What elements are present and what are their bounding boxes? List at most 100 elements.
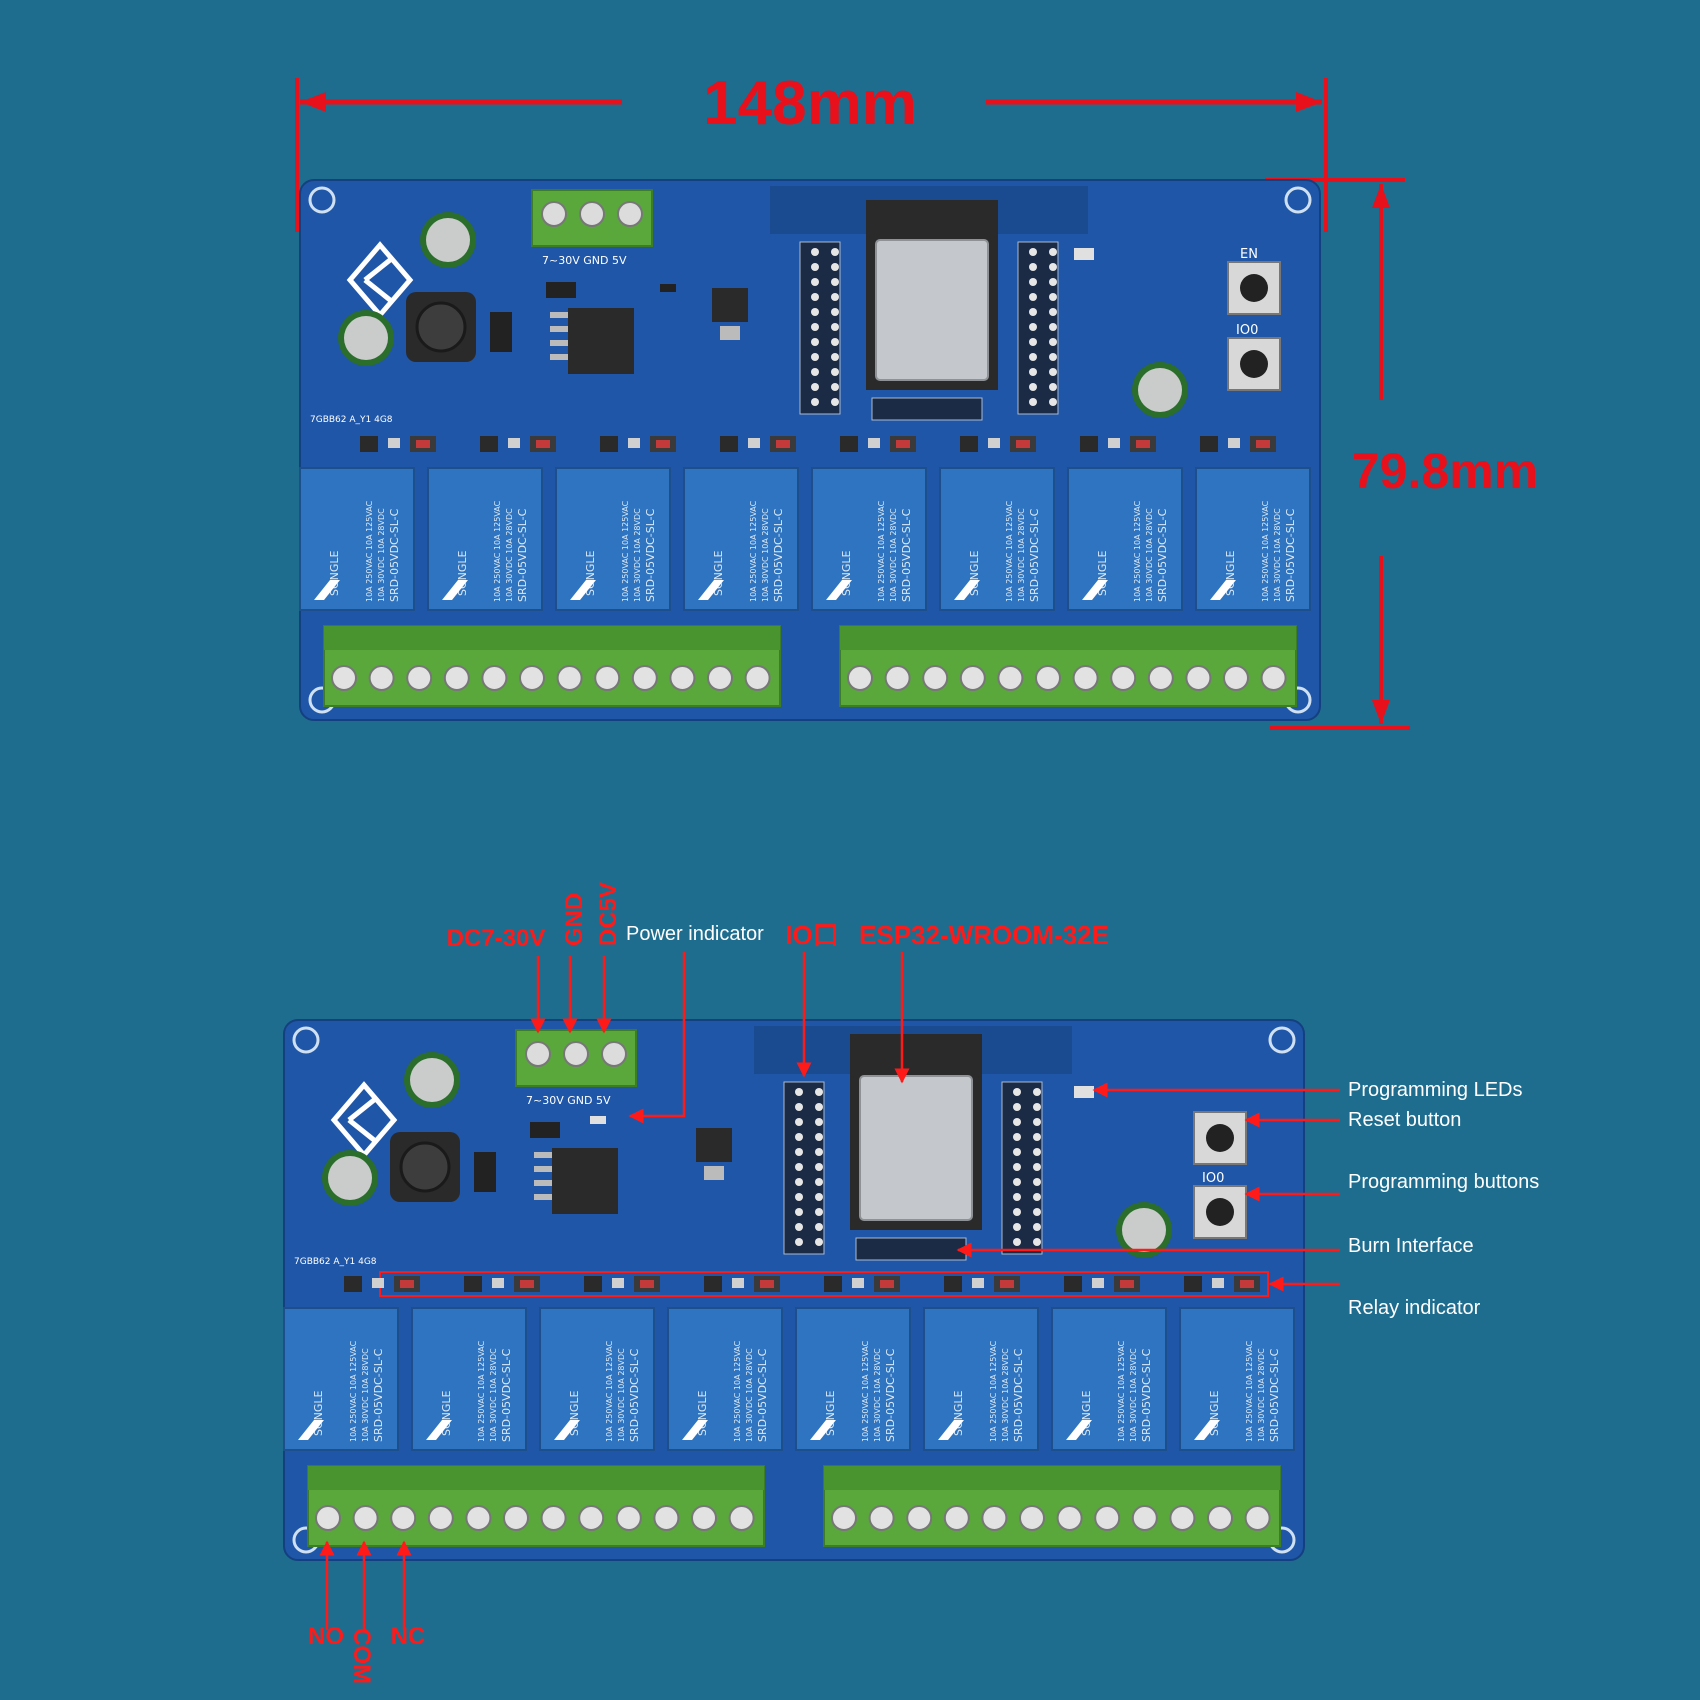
header-pin bbox=[811, 383, 819, 391]
header-pin bbox=[811, 248, 819, 256]
header-pin bbox=[1029, 338, 1037, 346]
header-pin bbox=[795, 1148, 803, 1156]
header-pin bbox=[1013, 1163, 1021, 1171]
com-label: COM bbox=[348, 1628, 375, 1684]
header-pin bbox=[1029, 263, 1037, 271]
relay-logo-icon bbox=[698, 580, 724, 600]
header-pin bbox=[831, 338, 839, 346]
relay-rating: 10A 250VAC 10A 125VAC bbox=[365, 500, 374, 602]
relay-driver-transistor bbox=[1184, 1276, 1202, 1292]
relay-resistor bbox=[868, 438, 880, 448]
relay-rating: 10A 30VDC 10A 28VDC bbox=[889, 508, 898, 602]
relay-driver-transistor bbox=[464, 1276, 482, 1292]
esp32-module bbox=[850, 1034, 982, 1230]
relay-model: SRD-05VDC-SL-C bbox=[900, 508, 913, 602]
header-pin bbox=[1033, 1193, 1041, 1201]
relay-terminal-block bbox=[823, 1465, 1281, 1547]
terminal-screw-icon bbox=[1094, 1505, 1121, 1531]
relay-model: SRD-05VDC-SL-C bbox=[756, 1348, 769, 1442]
relay-rating: 10A 30VDC 10A 28VDC bbox=[761, 508, 770, 602]
relay-resistor bbox=[988, 438, 1000, 448]
header-pin bbox=[831, 368, 839, 376]
height-label: 79.8mm bbox=[1352, 443, 1538, 499]
header-pin bbox=[1013, 1103, 1021, 1111]
relay-led-lens bbox=[880, 1280, 894, 1288]
relay-driver-transistor bbox=[360, 436, 378, 452]
header-pin bbox=[831, 353, 839, 361]
relay-logo-icon bbox=[1210, 580, 1236, 600]
power-indicator-led-icon bbox=[590, 1116, 606, 1124]
relay-terminal-block bbox=[839, 625, 1297, 707]
header-pin bbox=[1013, 1178, 1021, 1186]
header-pin bbox=[1033, 1238, 1041, 1246]
relay-resistor bbox=[1092, 1278, 1104, 1288]
header-pin bbox=[1033, 1223, 1041, 1231]
burn-interface-header bbox=[855, 1237, 967, 1261]
relay-led-lens bbox=[640, 1280, 654, 1288]
header-pin bbox=[1029, 353, 1037, 361]
relay-logo-icon bbox=[1194, 1420, 1220, 1440]
relay-driver-transistor bbox=[584, 1276, 602, 1292]
relay-terminal-blocks bbox=[307, 1465, 1281, 1547]
terminal-screw-icon bbox=[503, 1505, 529, 1531]
header-pin bbox=[795, 1118, 803, 1126]
header-pin bbox=[795, 1133, 803, 1141]
diode-icon bbox=[474, 1152, 496, 1192]
terminal-screw-icon bbox=[1244, 1505, 1271, 1531]
header-pin bbox=[1049, 398, 1057, 406]
relay-logo-icon bbox=[1082, 580, 1108, 600]
terminal-screw-icon bbox=[481, 665, 508, 691]
terminal-screw-icon bbox=[368, 665, 395, 691]
relay-model: SRD-05VDC-SL-C bbox=[884, 1348, 897, 1442]
header-pin bbox=[811, 263, 819, 271]
relay-rating: 10A 250VAC 10A 125VAC bbox=[605, 1340, 614, 1442]
relay-driver-transistor bbox=[704, 1276, 722, 1292]
header-pin bbox=[1013, 1088, 1021, 1096]
burn-interface-header bbox=[871, 397, 983, 421]
annotation-arrows bbox=[319, 952, 1340, 1630]
relay-model: SRD-05VDC-SL-C bbox=[1028, 508, 1041, 602]
relay-resistor bbox=[372, 1278, 384, 1288]
mounting-hole bbox=[292, 1026, 320, 1054]
header-pin bbox=[1033, 1118, 1041, 1126]
header-pin bbox=[1013, 1208, 1021, 1216]
header-pin bbox=[1029, 368, 1037, 376]
relay-driver-transistor bbox=[960, 436, 978, 452]
relay-logo-icon bbox=[938, 1420, 964, 1440]
no-label: NO bbox=[308, 1623, 344, 1650]
relay-model: SRD-05VDC-SL-C bbox=[1284, 508, 1297, 602]
ldo-regulator-icon bbox=[712, 288, 748, 340]
dc-5v-label: DC5V bbox=[595, 882, 622, 946]
terminal-screw-icon bbox=[1019, 1505, 1045, 1531]
terminal-top bbox=[308, 1466, 764, 1490]
terminal-screw-icon bbox=[1131, 1505, 1158, 1531]
programming-leds-label: Programming LEDs bbox=[1348, 1079, 1523, 1101]
terminal-screw-icon bbox=[1110, 665, 1137, 691]
header-pin bbox=[831, 383, 839, 391]
header-pin bbox=[1033, 1178, 1041, 1186]
relay-driver-transistor bbox=[840, 436, 858, 452]
header-pin bbox=[815, 1193, 823, 1201]
header-pin bbox=[811, 308, 819, 316]
power-indicator-label: Power indicator bbox=[626, 923, 764, 945]
terminal-screw-icon bbox=[884, 665, 911, 691]
burn-interface-label: Burn Interface bbox=[1348, 1235, 1474, 1257]
relay-rating: 10A 30VDC 10A 28VDC bbox=[1273, 508, 1282, 602]
nc-label: NC bbox=[391, 1623, 426, 1650]
supply-silkscreen: 7~30V GND 5V bbox=[542, 254, 627, 267]
terminal-screw-icon bbox=[519, 665, 545, 691]
relay-resistor bbox=[1228, 438, 1240, 448]
relay-body bbox=[811, 467, 927, 611]
relay-body bbox=[299, 467, 415, 611]
header-pin bbox=[1033, 1088, 1041, 1096]
header-pin bbox=[795, 1223, 803, 1231]
header-pin bbox=[1033, 1163, 1041, 1171]
header-pin bbox=[795, 1193, 803, 1201]
relay-resistor bbox=[732, 1278, 744, 1288]
voltage-regulator-icon bbox=[530, 1116, 618, 1214]
mounting-hole bbox=[1284, 186, 1312, 214]
relay-resistor bbox=[508, 438, 520, 448]
